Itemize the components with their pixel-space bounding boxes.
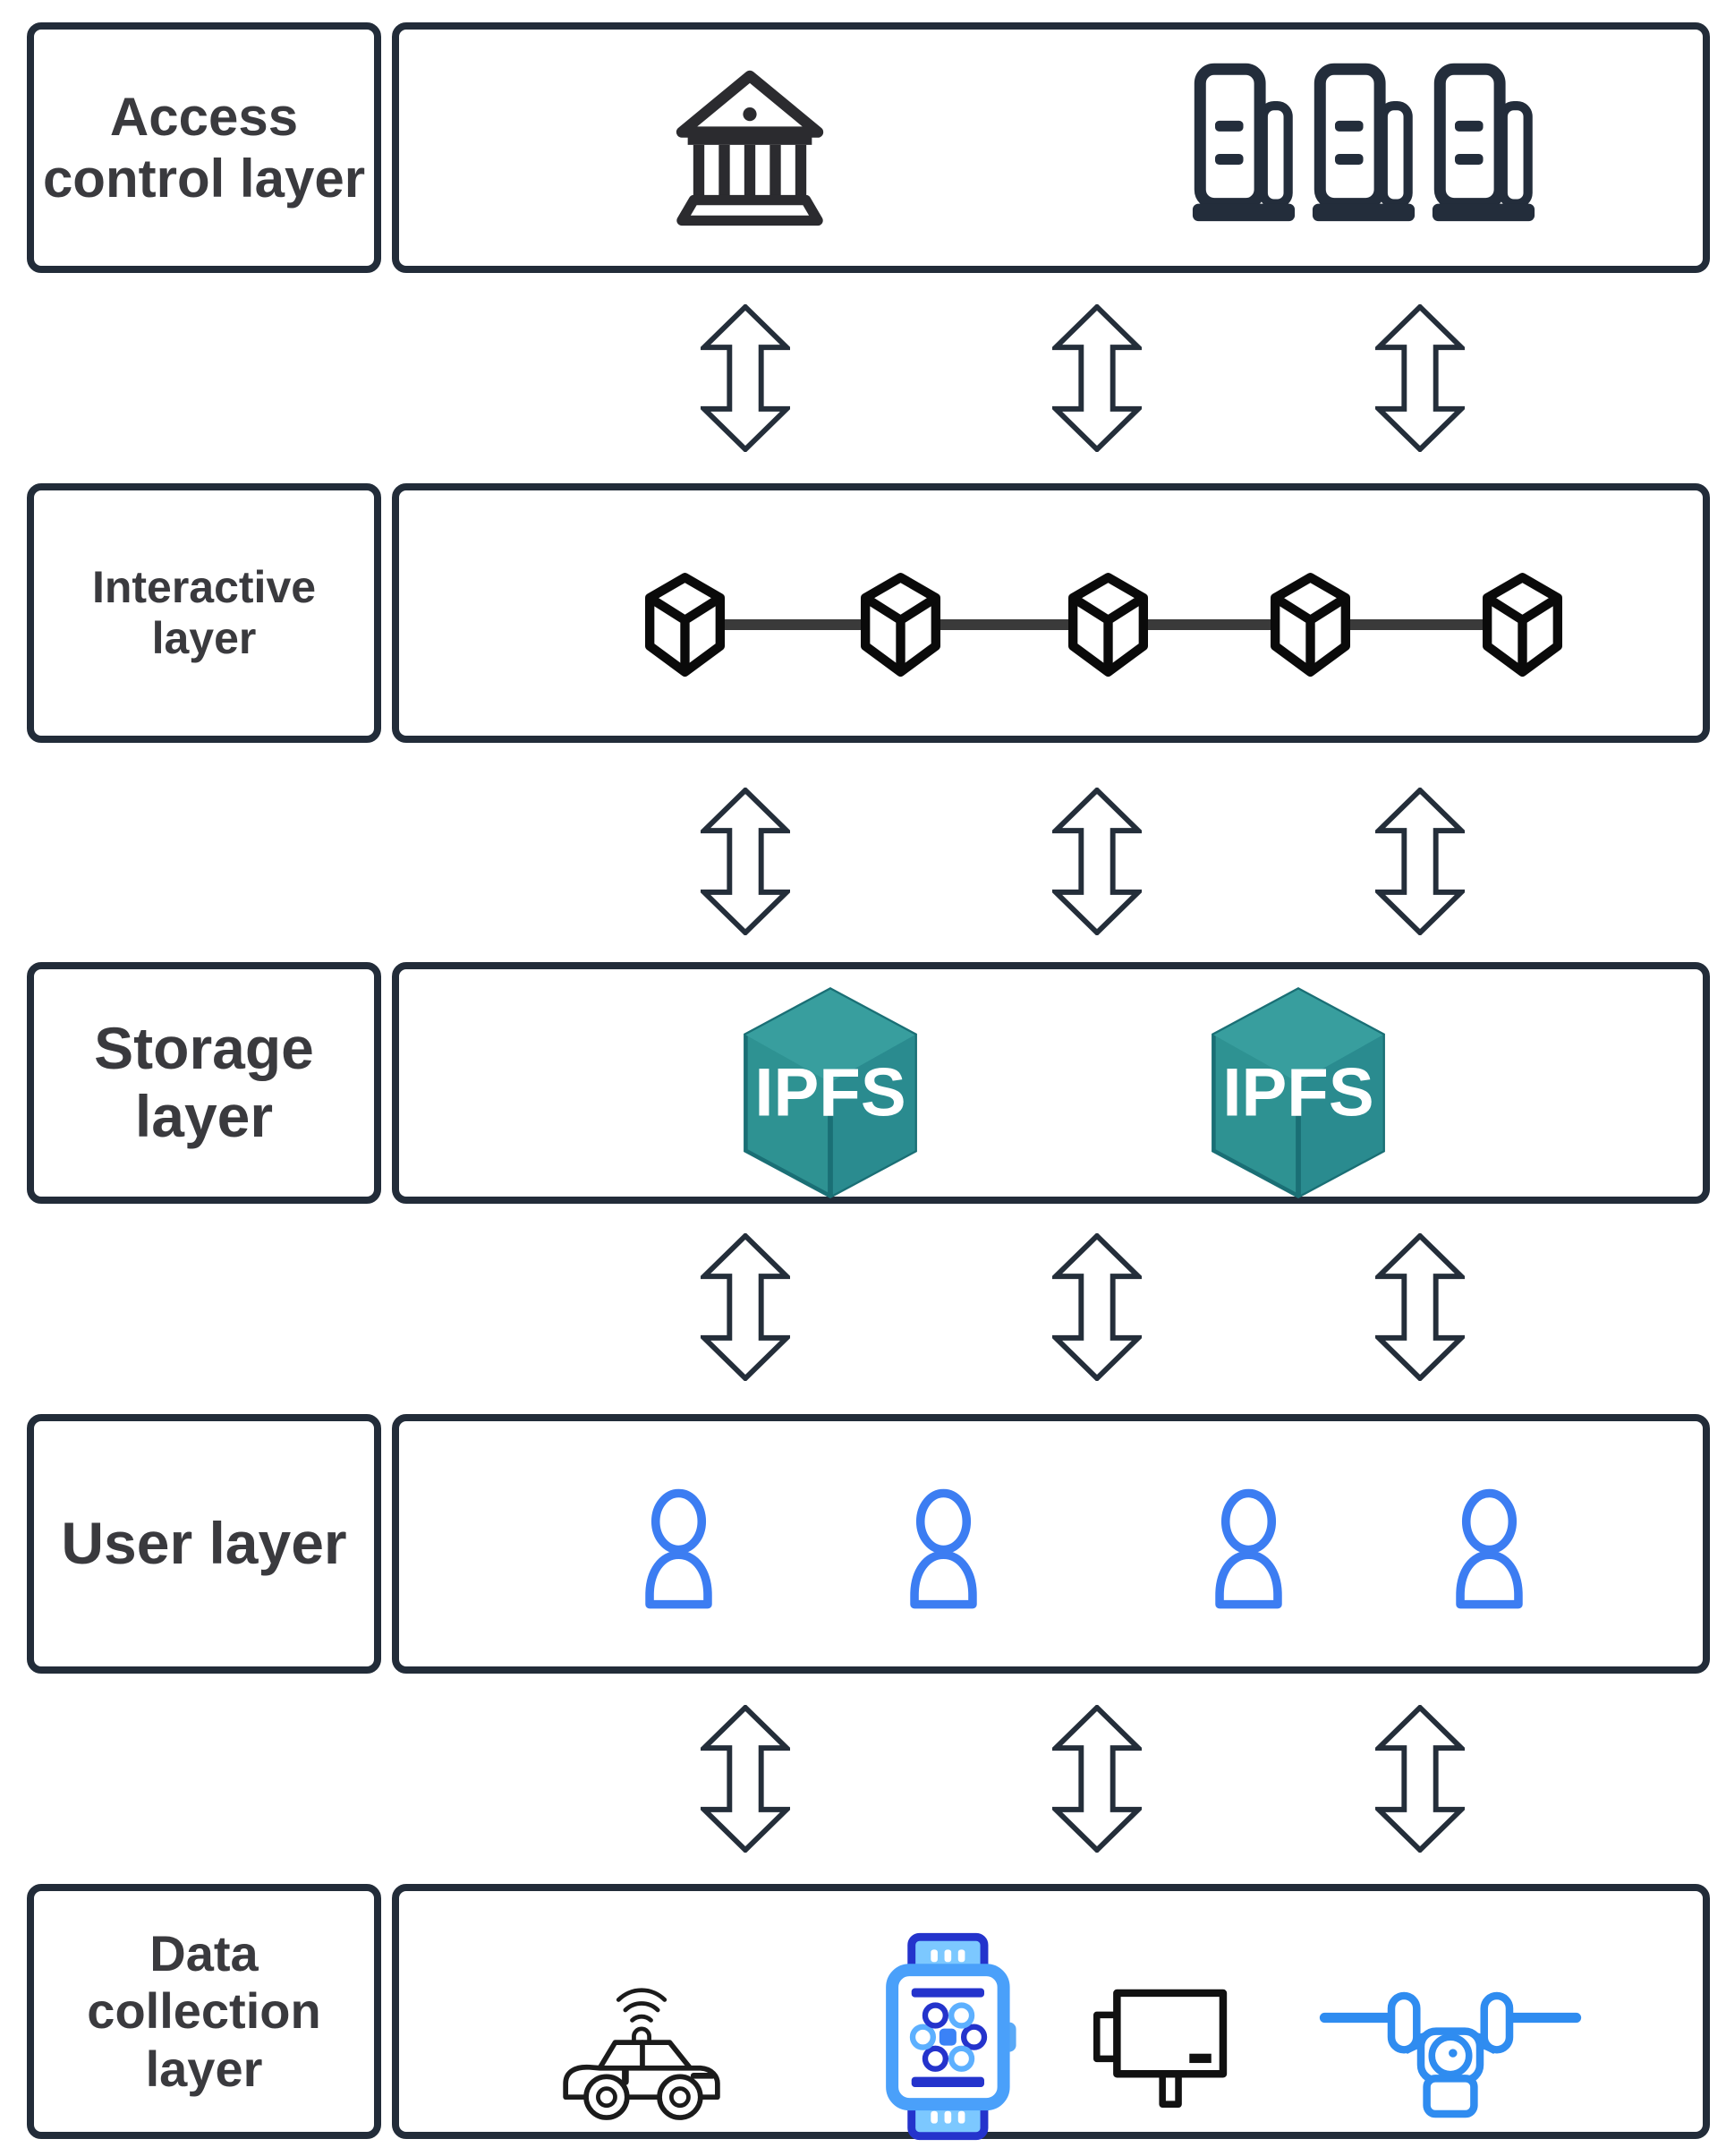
ipfs-label: IPFS	[1222, 1054, 1373, 1130]
server-tower-icon	[1312, 63, 1416, 222]
access-control-label-box: Access control layer	[27, 22, 381, 273]
double-arrow-icon	[1052, 1705, 1142, 1853]
blockchain-cube-icon	[644, 573, 726, 677]
interactive-label-box: Interactive layer	[27, 483, 381, 743]
data-collection-label-box: Data collection layer	[27, 1884, 381, 2139]
double-arrow-icon	[1375, 1705, 1465, 1853]
double-arrow-icon	[701, 304, 790, 452]
double-arrow-icon	[1052, 304, 1142, 452]
user-icon	[1456, 1488, 1523, 1609]
access-control-label: Access control layer	[42, 87, 366, 209]
interactive-label: Interactive layer	[91, 561, 317, 664]
interactive-content-box	[392, 483, 1710, 743]
user-icon	[910, 1488, 977, 1609]
layer-user: User layer	[0, 1414, 1726, 1674]
double-arrow-icon	[701, 1705, 790, 1853]
double-arrow-icon	[1052, 788, 1142, 935]
cctv-camera-icon	[1093, 1989, 1228, 2108]
drone-icon	[1319, 1991, 1582, 2118]
connected-car-icon	[563, 1988, 720, 2120]
double-arrow-icon	[701, 1233, 790, 1381]
double-arrow-icon	[1375, 304, 1465, 452]
smartwatch-icon	[886, 1932, 1016, 2141]
storage-content-box: IPFS IPFS	[392, 962, 1710, 1204]
blockchain-cube-icon	[860, 573, 941, 677]
access-control-content-box	[392, 22, 1710, 273]
storage-label: Storage layer	[94, 1015, 314, 1149]
data-collection-label: Data collection layer	[87, 1924, 321, 2097]
user-label: User layer	[61, 1510, 347, 1577]
bank-icon	[676, 70, 824, 226]
user-label-box: User layer	[27, 1414, 381, 1674]
blockchain-cube-icon	[1067, 573, 1149, 677]
user-icon	[1215, 1488, 1282, 1609]
double-arrow-icon	[1375, 1233, 1465, 1381]
layer-storage: Storage layer IPFS IPFS	[0, 962, 1726, 1204]
ipfs-cube-icon: IPFS	[1212, 986, 1385, 1199]
server-group	[1192, 58, 1535, 237]
server-tower-icon	[1192, 63, 1296, 222]
layer-data-collection: Data collection layer	[0, 1884, 1726, 2141]
user-content-box	[392, 1414, 1710, 1674]
server-tower-icon	[1432, 63, 1535, 222]
data-collection-content-box	[392, 1884, 1710, 2141]
blockchain-cube-icon	[1270, 573, 1351, 677]
user-icon	[645, 1488, 712, 1609]
blockchain-cube-icon	[1482, 573, 1563, 677]
double-arrow-icon	[1052, 1233, 1142, 1381]
ipfs-cube-icon: IPFS	[744, 986, 917, 1199]
double-arrow-icon	[701, 788, 790, 935]
ipfs-label: IPFS	[754, 1054, 906, 1130]
layer-interactive: Interactive layer	[0, 483, 1726, 743]
double-arrow-icon	[1375, 788, 1465, 935]
storage-label-box: Storage layer	[27, 962, 381, 1204]
layer-access-control: Access control layer	[0, 22, 1726, 273]
